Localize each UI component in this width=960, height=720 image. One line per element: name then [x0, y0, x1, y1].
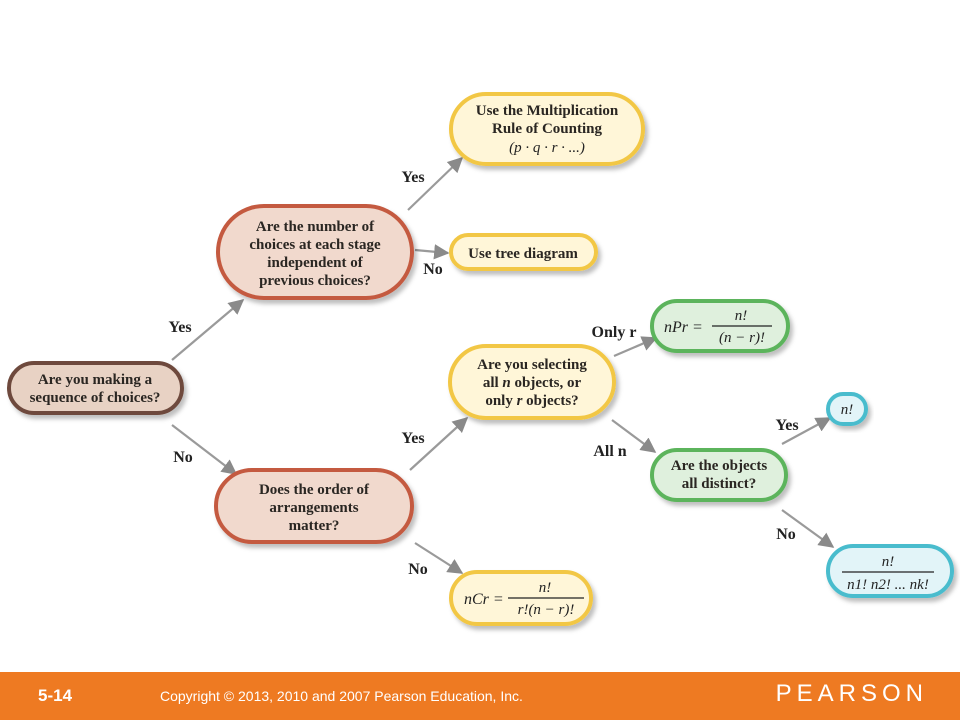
node-independent-line-2: choices at each stage [249, 237, 381, 253]
node-multinomial: n! n1! n2! ... nk! [826, 544, 954, 598]
arrows [171, 156, 835, 574]
counting-flowchart: Yes No Yes No Yes No Only r All n Yes No… [7, 92, 954, 626]
label-independent-no: No [423, 261, 443, 278]
node-independent-line-3: independent of [267, 255, 363, 271]
label-distinct-yes: Yes [775, 417, 798, 434]
multinomial-denominator: n1! n2! ... nk! [847, 577, 929, 593]
permutation-numerator: n! [735, 308, 748, 324]
label-order-no: No [408, 561, 428, 578]
label-distinct-no: No [776, 526, 796, 543]
node-start-line-1: Are you making a [38, 372, 153, 388]
arrow-distinct-yes [781, 417, 832, 445]
label-start-yes: Yes [168, 319, 191, 336]
footer-bar: 5-14 Copyright © 2013, 2010 and 2007 Pea… [0, 672, 960, 720]
node-start: Are you making a sequence of choices? [7, 361, 184, 415]
arrow-distinct-no [781, 509, 835, 548]
node-independent-line-1: Are the number of [256, 219, 375, 235]
node-tree-diagram: Use tree diagram [449, 233, 598, 271]
node-order-line-2: arrangements [269, 500, 358, 516]
combination-numerator: n! [539, 580, 552, 596]
arrow-start-yes [171, 299, 245, 361]
node-distinct-line-2: all distinct? [682, 476, 757, 492]
node-distinct: Are the objects all distinct? [650, 448, 788, 502]
copyright-text: Copyright © 2013, 2010 and 2007 Pearson … [160, 688, 523, 704]
node-combination: nCr = n! r!(n − r)! [449, 570, 593, 626]
permutation-denominator: (n − r)! [719, 330, 765, 346]
node-multiplication-line-1: Use the Multiplication [476, 103, 619, 119]
arrow-all-n [611, 419, 657, 453]
node-multiplication-formula: (p · q · r · ...) [509, 140, 585, 156]
node-selecting-line-3: only r objects? [485, 393, 578, 409]
pearson-logo: PEARSON [775, 680, 928, 707]
label-only-r: Only r [592, 324, 637, 341]
multinomial-numerator: n! [882, 554, 895, 570]
arrow-start-no [171, 424, 238, 475]
node-order: Does the order of arrangements matter? [214, 468, 414, 544]
label-all-n: All n [593, 443, 626, 460]
node-factorial: n! [826, 392, 868, 426]
combination-lhs: nCr = [464, 591, 504, 608]
arrow-order-yes [409, 416, 469, 471]
node-selecting-line-2: all n objects, or [483, 375, 582, 391]
node-start-line-2: sequence of choices? [30, 390, 161, 406]
slide-number: 5-14 [38, 686, 73, 705]
node-order-line-1: Does the order of [259, 482, 370, 498]
arrow-order-no [414, 542, 464, 574]
node-permutation: nPr = n! (n − r)! [650, 299, 790, 353]
node-selecting: Are you selecting all n objects, or only… [448, 344, 616, 420]
node-multiplication-line-2: Rule of Counting [492, 121, 603, 137]
node-tree-diagram-label: Use tree diagram [468, 246, 578, 262]
node-independent-line-4: previous choices? [259, 273, 371, 289]
label-independent-yes: Yes [401, 169, 424, 186]
arrow-independent-yes [407, 156, 464, 211]
label-start-no: No [173, 449, 193, 466]
node-distinct-line-1: Are the objects [671, 458, 768, 474]
arrow-only-r [613, 336, 658, 358]
node-order-line-3: matter? [289, 518, 340, 534]
node-multiplication: Use the Multiplication Rule of Counting … [449, 92, 645, 166]
combination-denominator: r!(n − r)! [518, 602, 575, 618]
arrow-independent-no [414, 244, 450, 260]
node-selecting-line-1: Are you selecting [477, 357, 587, 373]
permutation-lhs: nPr = [664, 319, 703, 336]
label-order-yes: Yes [401, 430, 424, 447]
factorial-label: n! [841, 402, 854, 418]
node-independent: Are the number of choices at each stage … [216, 204, 414, 300]
